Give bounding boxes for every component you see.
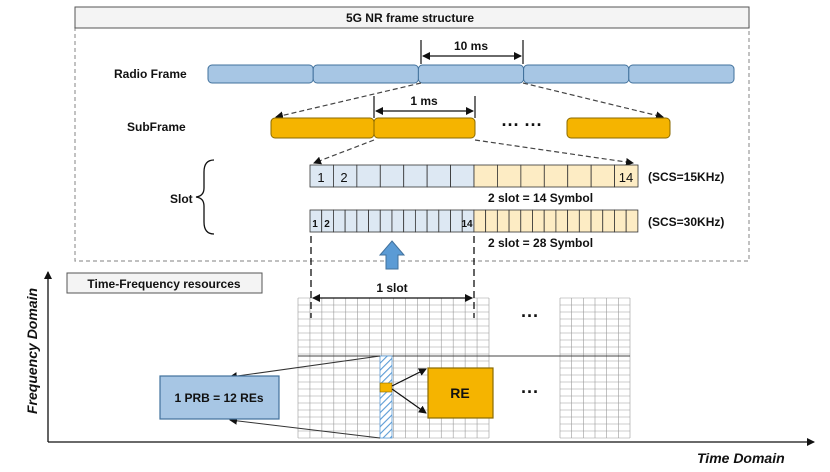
symbol-cell [555, 209, 569, 233]
re-arrow-bottom [391, 388, 427, 414]
resource-grid [297, 297, 631, 439]
symbol-cell [543, 209, 557, 233]
zoom-line-left-2 [313, 139, 375, 165]
symbol-cell [473, 209, 487, 233]
prb-arrow-bottom [229, 416, 381, 439]
prb-label: 1 PRB = 12 REs [174, 391, 263, 405]
subframe-ellipsis: ··· ··· [502, 115, 543, 135]
re-arrow-top [391, 368, 427, 387]
radio-frame-blocks [207, 64, 735, 84]
symbol-cell [520, 209, 533, 233]
symbol-cell [567, 164, 592, 188]
slot-brace [195, 159, 215, 235]
symbol-cell [614, 209, 627, 233]
symbol-cell [567, 209, 580, 233]
diagram-title: 5G NR frame structure [346, 11, 474, 25]
slot30-second: 2 [324, 219, 330, 230]
zoom-line-right-2 [474, 139, 634, 166]
y-axis-label: Frequency Domain [24, 288, 40, 414]
symbol-cell [602, 209, 615, 233]
symbol-cell [473, 164, 498, 188]
radio-frame-label: Radio Frame [114, 67, 187, 81]
radio-frame-block [628, 64, 735, 84]
zoom-line-left-1 [275, 82, 422, 120]
symbol-cell [426, 209, 440, 233]
symbol-cell [496, 209, 510, 233]
symbol-cell [590, 164, 615, 188]
symbol-cell [403, 209, 416, 233]
subframe-block-2 [373, 117, 476, 139]
symbol-cell [344, 209, 358, 233]
subframe-label: SubFrame [127, 120, 186, 134]
radio-frame-block [312, 64, 419, 84]
resource-element-highlight [379, 382, 393, 393]
radio-frame-duration: 10 ms [454, 39, 488, 53]
slot15-second: 2 [340, 170, 347, 185]
one-slot-label: 1 slot [376, 281, 407, 295]
slot15-first: 1 [317, 170, 324, 185]
re-box [427, 367, 494, 419]
symbol-cell [333, 209, 346, 233]
symbol-cell [368, 209, 381, 233]
grid-ellipsis-bottom: ··· [521, 382, 539, 402]
symbol-cell [356, 164, 381, 188]
symbol-cell [379, 164, 405, 188]
symbol-cell [391, 209, 405, 233]
symbol-cell [578, 209, 592, 233]
subframe-block-last [566, 117, 671, 139]
slot15-last: 14 [619, 170, 633, 185]
prb-arrow-top [229, 355, 381, 380]
radio-frame-block [417, 64, 525, 84]
symbol-cell [403, 164, 428, 188]
symbol-cell [438, 209, 451, 233]
scs30-label: (SCS=30KHz) [648, 215, 724, 229]
zoom-up-arrow-icon [378, 240, 406, 270]
slot-label: Slot [170, 192, 193, 206]
radio-frame-block [523, 64, 630, 84]
re-label: RE [450, 385, 469, 401]
scs30-summary: 2 slot = 28 Symbol [488, 236, 593, 250]
symbol-cell [543, 164, 569, 188]
symbol-cell [414, 209, 428, 233]
symbol-cell [614, 164, 639, 188]
symbol-cell [532, 209, 545, 233]
symbol-cell [625, 209, 639, 233]
symbol-cell [485, 209, 498, 233]
symbol-cell [590, 209, 604, 233]
scs15-summary: 2 slot = 14 Symbol [488, 191, 593, 205]
prb-hatched-column [379, 355, 393, 439]
symbol-cell [426, 164, 451, 188]
symbol-cell [450, 164, 475, 188]
radio-frame-block [207, 64, 314, 84]
prb-box [159, 375, 280, 420]
slot30-last: 14 [461, 219, 473, 230]
subframe-duration: 1 ms [410, 94, 438, 108]
title-box [74, 6, 750, 29]
grid-ellipsis-top: ··· [521, 306, 539, 326]
symbol-cell [356, 209, 369, 233]
x-axis-label: Time Domain [697, 450, 785, 466]
tf-label: Time-Frequency resources [87, 277, 241, 291]
scs15-label: (SCS=15KHz) [648, 170, 724, 184]
symbol-cell [379, 209, 393, 233]
tf-label-box [66, 272, 263, 294]
slot-row-scs15 [309, 164, 639, 188]
slot30-first: 1 [312, 219, 318, 230]
slot-row-scs30 [309, 209, 639, 233]
zoom-line-right-1 [522, 82, 664, 120]
symbol-cell [508, 209, 522, 233]
symbol-cell [520, 164, 545, 188]
subframe-block-1 [270, 117, 375, 139]
symbol-cell [497, 164, 522, 188]
